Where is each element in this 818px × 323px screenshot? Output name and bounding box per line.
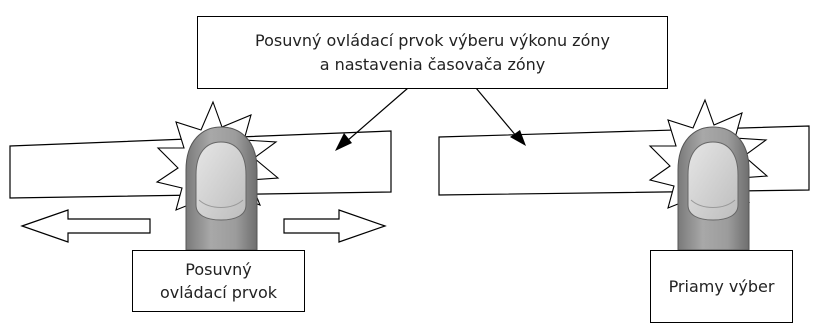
callout-line-2: a nastavenia časovača zóny	[319, 54, 546, 74]
right-label: Priamy výber	[668, 276, 775, 296]
callout-box: Posuvný ovládací prvok výberu výkonu zón…	[197, 16, 668, 89]
left-arrow-icon	[20, 209, 151, 243]
right-finger-icon	[677, 126, 750, 251]
right-arrow-icon	[283, 209, 387, 243]
left-label-line-1: Posuvný	[185, 259, 252, 279]
left-finger-icon	[185, 126, 258, 251]
callout-pointer-left	[346, 87, 409, 142]
left-label-box: Posuvný ovládací prvok	[132, 250, 305, 312]
left-label-line-2: ovládací prvok	[159, 283, 278, 302]
callout-pointer-right	[475, 87, 518, 138]
right-slider-bar	[438, 125, 810, 196]
callout-arrowhead-left	[335, 133, 352, 151]
callout-line-1: Posuvný ovládací prvok výberu výkonu zón…	[255, 31, 610, 51]
callout-arrowhead-right	[510, 130, 526, 146]
right-label-box: Priamy výber	[650, 250, 793, 323]
